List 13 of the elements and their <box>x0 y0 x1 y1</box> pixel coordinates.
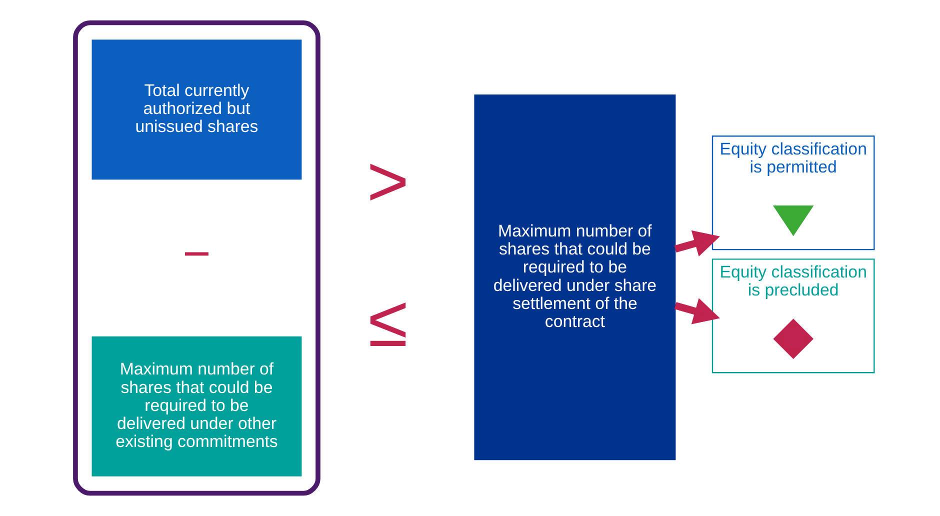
node-check <box>772 206 814 236</box>
node-text: ≤ <box>368 281 408 362</box>
cluster: Equity classification is precluded <box>712 258 875 374</box>
node-cross <box>773 318 814 359</box>
node-text: > <box>366 141 410 222</box>
cluster: Equity classification is permitted <box>712 136 875 250</box>
arrow <box>674 230 720 256</box>
node-box: Maximum number of shares that could be required to be delivered under share settlement of the contract <box>474 94 676 460</box>
cluster <box>73 20 320 496</box>
arrow <box>674 298 720 324</box>
node-box: Total currently authorized but unissued shares <box>92 40 302 180</box>
node-text: − <box>182 227 211 282</box>
node-box: Maximum number of shares that could be required to be delivered under other existing commitments <box>92 336 302 476</box>
